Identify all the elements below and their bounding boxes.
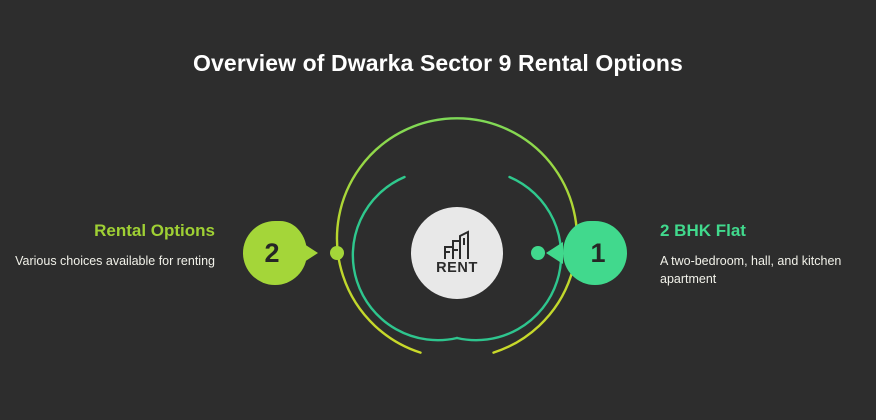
building-rent-icon: [444, 230, 469, 260]
inner-orbit-ring-right: [455, 175, 563, 342]
page-title: Overview of Dwarka Sector 9 Rental Optio…: [193, 50, 683, 76]
badge-pointer-right: [546, 242, 563, 264]
node-badge-1[interactable]: 1: [546, 221, 627, 285]
badge-number-1: 1: [590, 237, 606, 268]
node-description-left: Various choices available for renting: [15, 254, 215, 269]
orbit-dot-left: [330, 246, 344, 260]
node-heading-right: 2 BHK Flat: [660, 221, 746, 240]
center-hub: RENT: [411, 207, 503, 299]
node-description-right: A two-bedroom, hall, and kitchen apartme…: [660, 254, 842, 287]
inner-orbit-ring-left: [351, 175, 459, 342]
node-badge-2[interactable]: 2: [243, 221, 318, 285]
outer-orbit-ring: [335, 117, 579, 354]
orbit-dot-right: [531, 246, 545, 260]
node-heading-left: Rental Options: [94, 221, 215, 240]
hub-label: RENT: [436, 260, 478, 277]
node-text-left: Rental Options Various choices available…: [0, 220, 215, 270]
badge-number-2: 2: [264, 237, 280, 268]
node-text-right: 2 BHK Flat A two-bedroom, hall, and kitc…: [660, 220, 875, 289]
badge-pointer-left: [301, 242, 318, 264]
